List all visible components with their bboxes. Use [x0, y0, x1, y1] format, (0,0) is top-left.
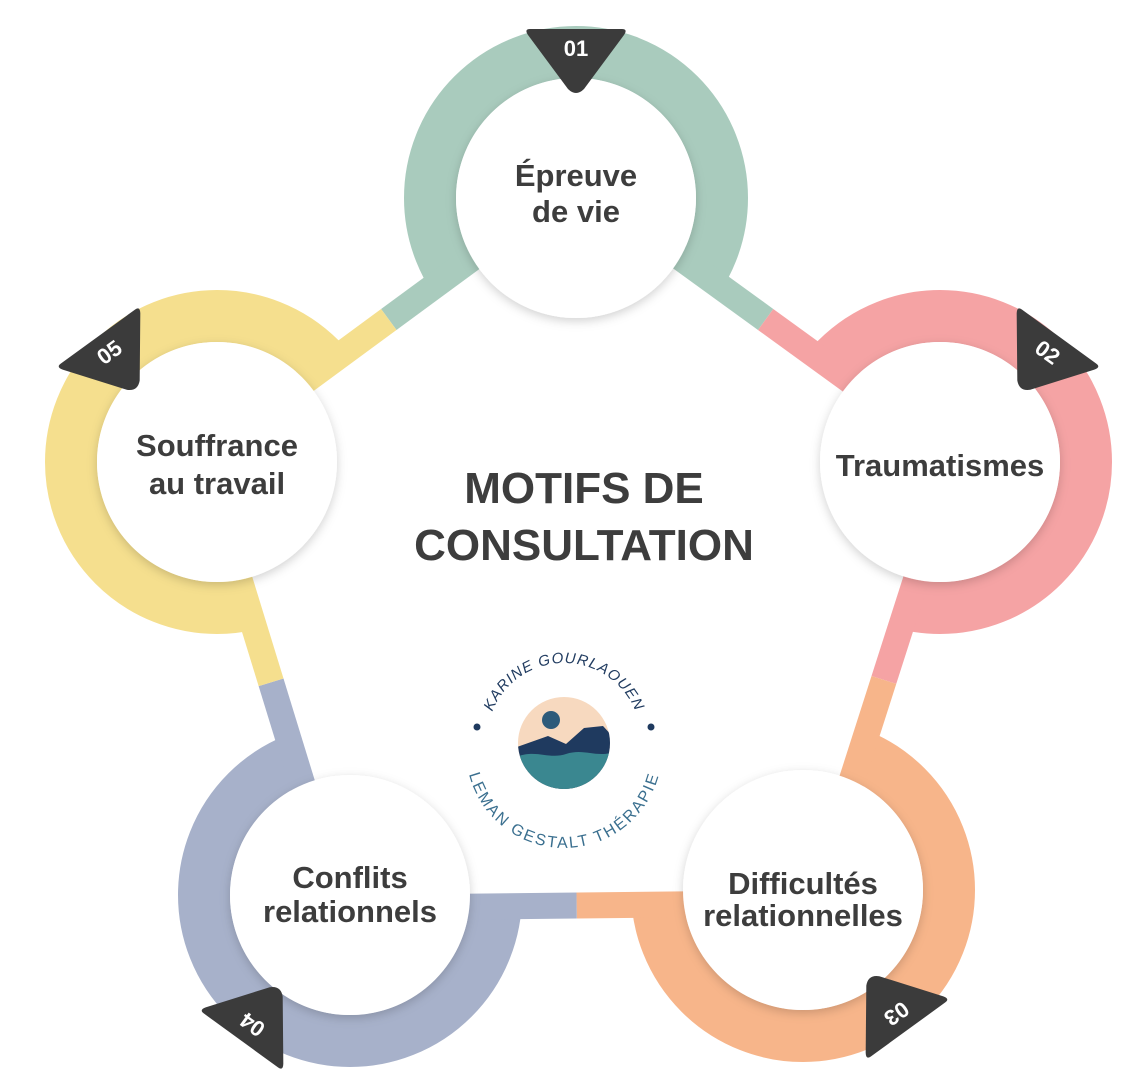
topic-circle: [456, 78, 696, 318]
topic-label-line: relationnelles: [703, 898, 903, 933]
topic-circle: [97, 342, 337, 582]
topic-label-line: au travail: [149, 466, 285, 501]
center-pentagon: [217, 198, 940, 895]
number-badge-02: 02: [1016, 308, 1099, 391]
number-badge-03: 03: [865, 975, 948, 1058]
topic-label-line: relationnels: [263, 894, 437, 929]
logo-emblem: [518, 697, 610, 789]
badge-shape: [865, 975, 948, 1058]
topic-label-line: Traumatismes: [836, 448, 1045, 483]
number-badge-01: 01: [526, 29, 626, 93]
center-title: MOTIFS DE CONSULTATION: [414, 464, 754, 570]
topic-circle: [683, 770, 923, 1010]
topic-circle: [820, 342, 1060, 582]
title-line-1: MOTIFS DE: [464, 464, 704, 513]
topic-label-line: Épreuve: [515, 158, 637, 193]
number-badge-04: 04: [201, 986, 284, 1069]
badge-number: 01: [564, 36, 588, 61]
topic-label-line: Conflits: [292, 860, 407, 895]
number-badge-05: 05: [58, 308, 141, 391]
badge-shape: [201, 986, 284, 1069]
topic-node-02: Traumatismes 02: [820, 308, 1099, 582]
logo-sun-icon: [542, 711, 560, 729]
badge-shape: [58, 308, 141, 391]
topic-label-line: Souffrance: [136, 428, 298, 463]
title-line-2: CONSULTATION: [414, 521, 754, 570]
topic-label-line: de vie: [532, 194, 620, 229]
logo-dot-right: [647, 723, 655, 731]
topic-label-line: Difficultés: [728, 866, 878, 901]
topic-circle: [230, 775, 470, 1015]
badge-shape: [526, 29, 626, 93]
badge-shape: [1016, 308, 1099, 391]
logo-dot-left: [473, 723, 481, 731]
